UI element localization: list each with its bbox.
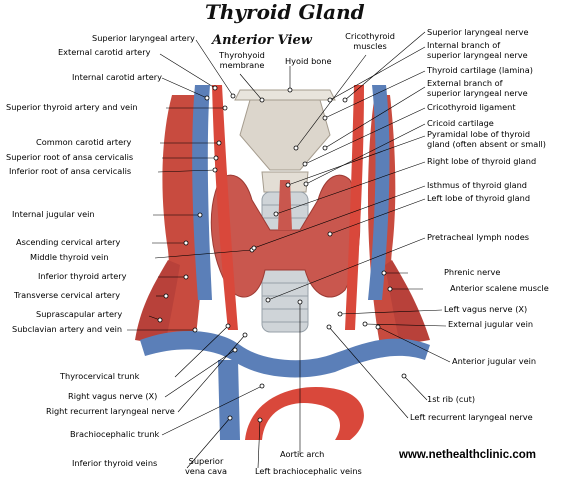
label-superior-laryngeal-artery: Superior laryngeal artery xyxy=(92,33,195,43)
superior-vena-cava-shape xyxy=(218,360,240,440)
label-thyrohyoid-membrane-2: membrane xyxy=(219,60,265,70)
right-internal-jugular xyxy=(192,85,212,300)
label-right-vagus-nerve: Right vagus nerve (X) xyxy=(68,391,158,401)
label-inferior-root-ansa: Inferior root of ansa cervicalis xyxy=(9,166,132,176)
label-superior-root-ansa: Superior root of ansa cervicalis xyxy=(6,152,134,162)
label-cricothyroid-muscles-2: muscles xyxy=(353,41,387,51)
aortic-arch-shape xyxy=(245,387,364,440)
label-pyramidal-lobe-2: gland (often absent or small) xyxy=(427,139,546,149)
label-anterior-scalene: Anterior scalene muscle xyxy=(450,283,549,293)
label-inferior-thyroid-veins: Inferior thyroid veins xyxy=(72,458,158,468)
hyoid-bone-shape xyxy=(234,89,336,101)
label-internal-jugular-vein: Internal jugular vein xyxy=(12,209,95,219)
label-subclavian-artery-vein: Subclavian artery and vein xyxy=(12,324,123,334)
label-suprascapular-artery: Suprascapular artery xyxy=(36,309,123,319)
label-thyrohyoid-membrane-1: Thyrohyoid xyxy=(219,50,265,60)
thyroid-cartilage-shape xyxy=(239,99,331,171)
pyramidal-lobe-shape xyxy=(278,180,292,230)
label-phrenic-nerve: Phrenic nerve xyxy=(444,267,501,277)
left-neck-muscle xyxy=(150,95,205,345)
label-superior-thyroid-artery-vein: Superior thyroid artery and vein xyxy=(6,102,138,112)
label-left-recurrent-laryngeal: Left recurrent laryngeal nerve xyxy=(410,412,533,422)
website-url: www.nethealthclinic.com xyxy=(399,449,536,461)
label-middle-thyroid-vein: Middle thyroid vein xyxy=(30,252,109,262)
page-title: Thyroid Gland xyxy=(205,0,365,24)
label-right-lobe: Right lobe of thyroid gland xyxy=(427,156,537,166)
label-aortic-arch: Aortic arch xyxy=(280,449,325,459)
label-inferior-thyroid-artery: Inferior thyroid artery xyxy=(38,271,127,281)
label-internal-branch-2: superior laryngeal nerve xyxy=(427,50,528,60)
label-pretracheal-lymph: Pretracheal lymph nodes xyxy=(427,232,530,242)
left-internal-jugular xyxy=(368,85,390,300)
label-internal-carotid-artery: Internal carotid artery xyxy=(72,72,162,82)
label-anterior-jugular-vein: Anterior jugular vein xyxy=(452,356,537,366)
right-common-carotid xyxy=(212,85,238,330)
label-right-recurrent-laryngeal: Right recurrent laryngeal nerve xyxy=(46,406,175,416)
label-superior-vena-cava-2: vena cava xyxy=(184,466,228,476)
label-left-vagus-nerve: Left vagus nerve (X) xyxy=(444,304,528,314)
label-hyoid-bone: Hyoid bone xyxy=(285,56,332,66)
label-pyramidal-lobe-1: Pyramidal lobe of thyroid xyxy=(427,129,531,139)
label-ascending-cervical-artery: Ascending cervical artery xyxy=(16,237,121,247)
left-scalene xyxy=(135,260,180,345)
brachiocephalic-veins xyxy=(140,330,430,378)
label-first-rib: 1st rib (cut) xyxy=(427,394,476,404)
label-external-branch-1: External branch of xyxy=(427,78,503,88)
label-left-brachiocephalic-veins: Left brachiocephalic veins xyxy=(255,466,362,476)
label-left-lobe: Left lobe of thyroid gland xyxy=(427,193,531,203)
label-isthmus: Isthmus of thyroid gland xyxy=(427,180,527,190)
label-cricothyroid-muscles-1: Cricothyroid xyxy=(345,31,395,41)
right-scalene xyxy=(385,260,430,345)
label-superior-vena-cava-1: Superior xyxy=(188,456,224,466)
label-cricoid-cartilage: Cricoid cartilage xyxy=(427,118,494,128)
label-thyroid-cartilage: Thyroid cartilage (lamina) xyxy=(427,65,533,75)
label-external-jugular-vein: External jugular vein xyxy=(448,319,534,329)
label-external-carotid-artery: External carotid artery xyxy=(58,47,151,57)
label-external-branch-2: superior laryngeal nerve xyxy=(427,88,528,98)
label-cricothyroid-ligament: Cricothyroid ligament xyxy=(427,102,516,112)
label-thyrocervical-trunk: Thyrocervical trunk xyxy=(60,371,140,381)
page-subtitle: Anterior View xyxy=(212,33,312,48)
label-superior-laryngeal-nerve: Superior laryngeal nerve xyxy=(427,27,529,37)
label-internal-branch-1: Internal branch of xyxy=(427,40,501,50)
left-common-carotid xyxy=(345,85,364,330)
label-transverse-cervical-artery: Transverse cervical artery xyxy=(14,290,121,300)
label-brachiocephalic-trunk: Brachiocephalic trunk xyxy=(70,429,160,439)
label-common-carotid-artery: Common carotid artery xyxy=(36,137,132,147)
